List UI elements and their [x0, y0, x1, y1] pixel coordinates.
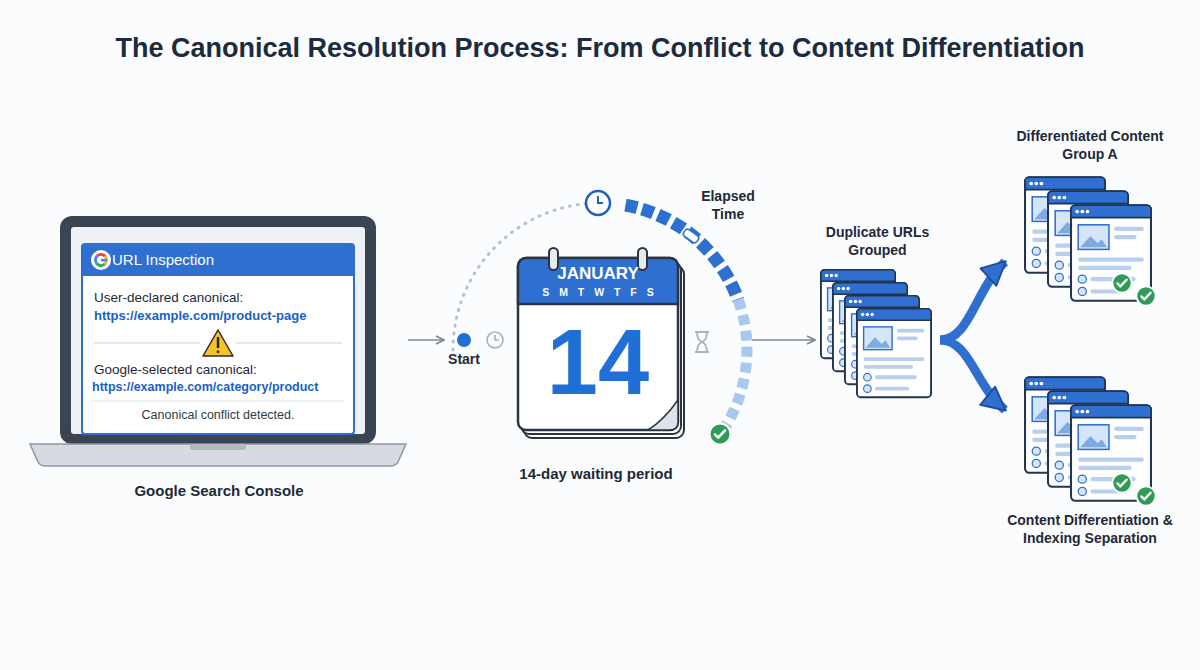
url-inspection-panel: URL InspectionUser-declared canonical:ht… [82, 244, 354, 434]
diagram-title: The Canonical Resolution Process: From C… [0, 32, 1200, 66]
group-check [1136, 486, 1155, 505]
start-point: Start [444, 332, 484, 372]
arc-slider [682, 228, 700, 244]
arc-clock [586, 191, 610, 215]
branch-arrow [940, 262, 1005, 340]
logo-ring [93, 252, 109, 268]
laptop-notch [190, 444, 246, 450]
logo-ring [93, 252, 109, 268]
laptop-bezel [60, 216, 376, 444]
start-label: Start [434, 351, 494, 369]
calendar-month: JANUARY [518, 263, 678, 284]
logo-bar [101, 259, 107, 262]
calendar-ring [549, 248, 558, 270]
calendar-header [518, 258, 678, 304]
arc-check [710, 424, 731, 445]
logo-ring [93, 252, 109, 268]
group-check [1136, 286, 1155, 305]
group-page [1071, 405, 1151, 500]
laptop-base [30, 444, 406, 466]
start-dot [457, 333, 471, 347]
weekday-row: S M T W T F S [518, 286, 678, 299]
group-caption: Content Differentiation & Indexing Separ… [1000, 512, 1180, 547]
warning-dot [217, 350, 220, 353]
laptop-screen [71, 227, 365, 434]
duplicate-stack: Duplicate URLs Grouped [815, 224, 940, 414]
content-group: Content Differentiation & Indexing Separ… [1005, 372, 1175, 552]
flow-arrow [752, 339, 815, 341]
laptop-window: Google Search Console URL InspectionUser-… [30, 216, 408, 512]
panel-header: URL Inspection [112, 251, 342, 270]
arc-clock-hands [598, 196, 603, 203]
remaining-arc [720, 300, 747, 435]
divider-line [92, 400, 344, 401]
hourglass-icon [695, 332, 709, 352]
status-message: Canonical conflict detected. [82, 408, 354, 424]
calendar-ring [638, 248, 647, 270]
content-group: Differentiated Content Group A [1005, 128, 1175, 313]
warning-triangle [203, 330, 233, 356]
calendar-day: 14 [518, 316, 678, 408]
field-label: Google-selected canonical: [94, 362, 349, 379]
panel-body [82, 244, 354, 434]
field-label: User-declared canonical: [94, 290, 349, 307]
group-check [1112, 473, 1131, 492]
calendar-sheet [518, 258, 678, 430]
flow-arrow [408, 339, 444, 341]
group-check [1112, 273, 1131, 292]
page-curl [648, 400, 678, 430]
stack-caption: Duplicate URLs Grouped [805, 224, 950, 259]
group-page [1071, 205, 1151, 300]
duplicate-page [857, 309, 931, 397]
clock-icon [487, 332, 503, 348]
logo-ring [93, 252, 109, 268]
divider-line [94, 342, 200, 343]
canonical-url: https://example.com/category/product [92, 380, 352, 396]
arc-label: Elapsed Time [696, 188, 760, 223]
panel-header-bar [82, 244, 354, 276]
calendar: JANUARYS M T W T F S1414-day waiting per… [518, 255, 752, 490]
warning-stroke [217, 337, 219, 348]
branch-arrow [940, 340, 1005, 410]
laptop-caption: Google Search Console [30, 482, 408, 501]
group-caption: Differentiated Content Group A [1000, 128, 1180, 163]
period-caption: 14-day waiting period [476, 465, 716, 484]
divider-line [236, 342, 342, 343]
clock-hands [495, 335, 499, 340]
canonical-url: https://example.com/product-page [94, 308, 352, 324]
logo-disc [91, 250, 111, 270]
